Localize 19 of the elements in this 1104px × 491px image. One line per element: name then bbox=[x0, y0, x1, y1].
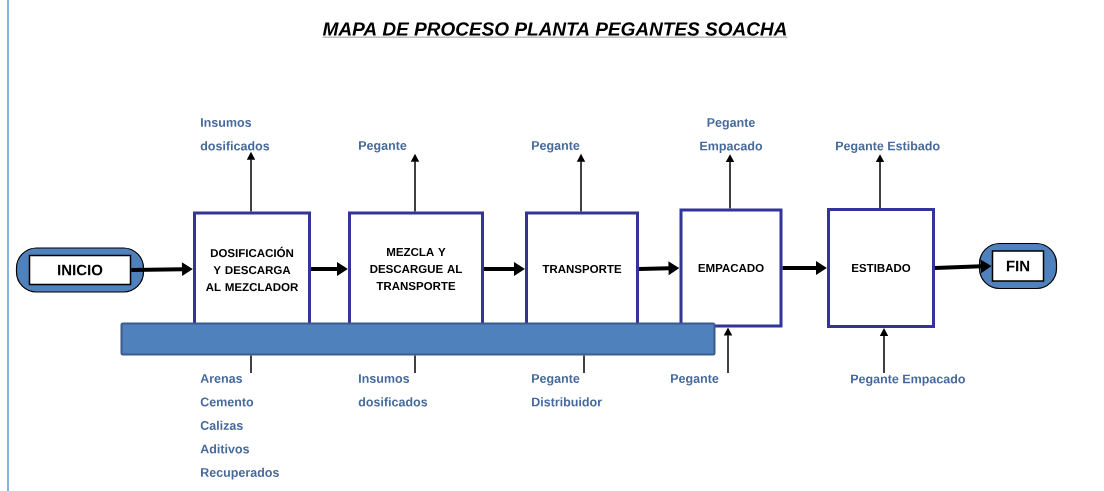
output-label: Insumos dosificados bbox=[200, 118, 270, 151]
output-label: Insumos dosificados bbox=[358, 374, 428, 407]
process-box: EMPACADO bbox=[679, 208, 783, 328]
process-box: MEZCLA Y DESCARGUE AL TRANSPORTE bbox=[348, 211, 484, 327]
output-label: Pegante Estibado bbox=[836, 141, 940, 153]
output-label: Pegante Distribuidor bbox=[532, 374, 602, 407]
bar bbox=[120, 322, 716, 356]
output-label: Arenas Cemento Calizas Aditivos Recuperados bbox=[200, 374, 279, 480]
process-box: DOSIFICACIÓN Y DESCARGA AL MEZCLADOR bbox=[193, 211, 311, 327]
title: MAPA DE PROCESO PLANTA PEGANTES SOACHA bbox=[322, 22, 788, 38]
terminator: FIN bbox=[978, 242, 1058, 290]
output-label: Pegante bbox=[671, 374, 719, 386]
output-label: Pegante Empacado bbox=[851, 374, 965, 386]
output-label: Pegante Empacado bbox=[700, 118, 763, 153]
terminator: INICIO bbox=[15, 247, 145, 293]
process-box: TRANSPORTE bbox=[525, 211, 639, 327]
output-label: Pegante bbox=[359, 141, 407, 153]
output-label: Pegante bbox=[532, 141, 580, 153]
process-box: ESTIBADO bbox=[827, 208, 935, 328]
